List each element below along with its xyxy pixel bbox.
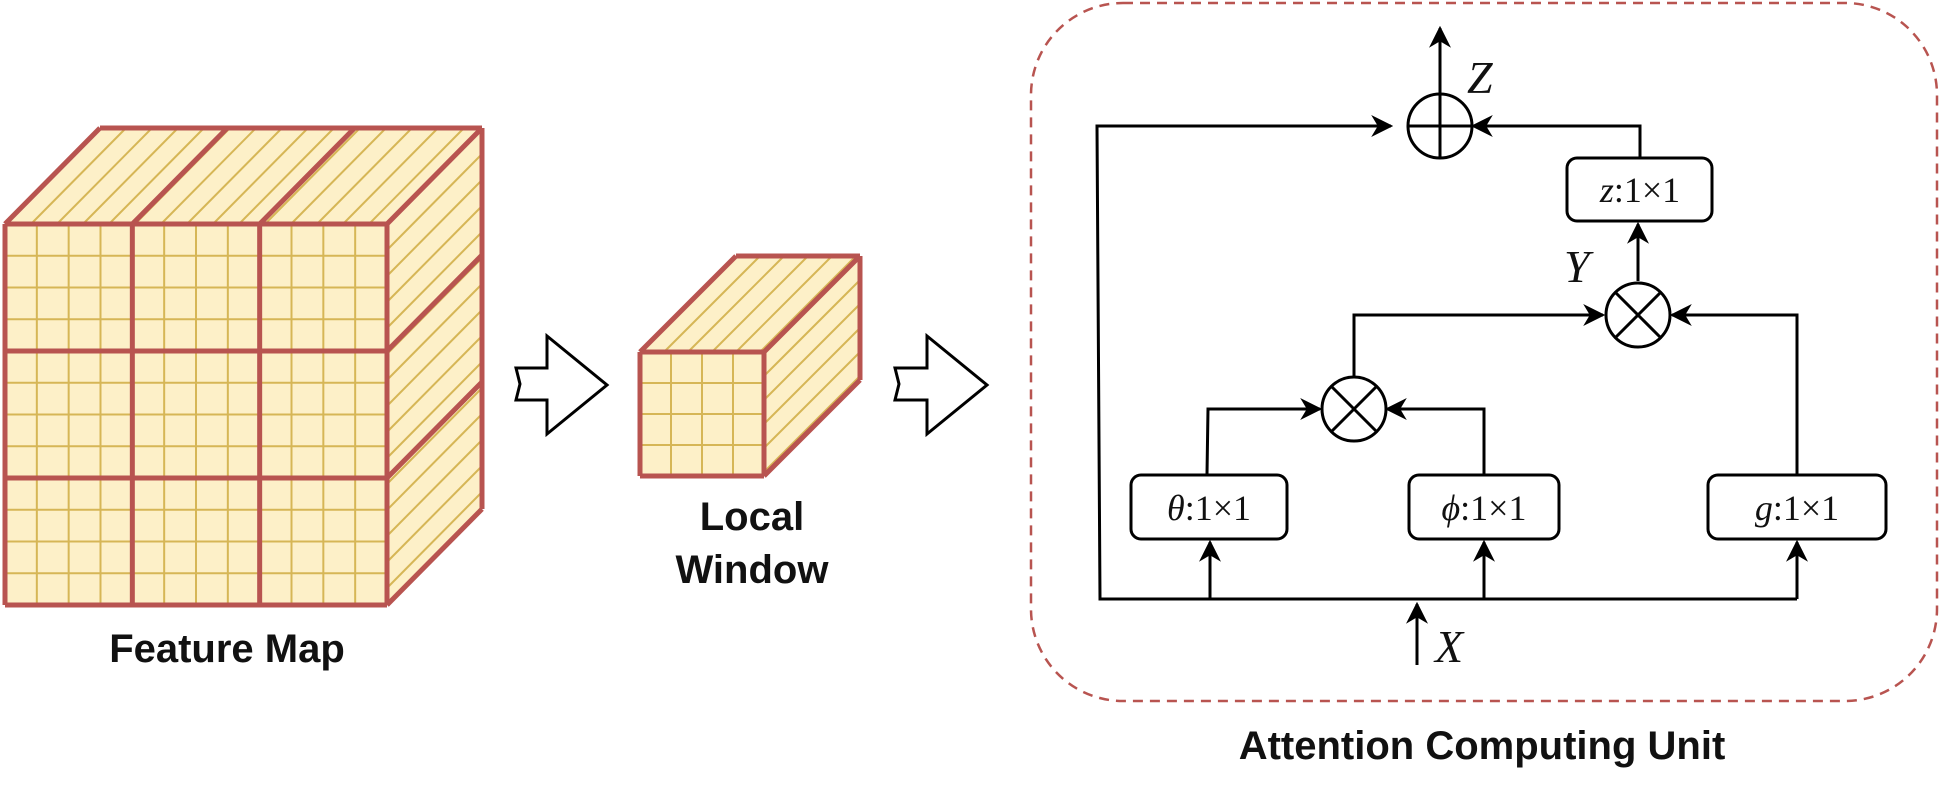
hatch-line <box>30 127 127 225</box>
local-window-cube <box>637 253 863 479</box>
hatch-line <box>763 279 861 377</box>
connection-lines <box>1095 25 1808 665</box>
hatch-line <box>386 387 483 485</box>
local-window-caption-line2: Window <box>676 548 830 592</box>
svg-text:z:1×1: z:1×1 <box>1599 170 1680 210</box>
g-to-mult2-line <box>1669 304 1799 474</box>
g-block: g:1×1 <box>1706 473 1888 541</box>
z-block: z:1×1 <box>1565 156 1714 223</box>
cube-side-face <box>764 256 860 476</box>
hatch-line <box>368 127 465 225</box>
hatch-line <box>763 327 861 425</box>
svg-text:g:1×1: g:1×1 <box>1755 488 1839 528</box>
hatch-line <box>160 127 257 225</box>
theta-block: θ:1×1 <box>1129 473 1289 541</box>
z-to-add-line <box>1470 115 1642 158</box>
phi-to-mult-line <box>1384 398 1486 474</box>
hatch-line <box>386 153 483 251</box>
svg-text:θ:1×1: θ:1×1 <box>1167 488 1251 528</box>
z-op: :1×1 <box>1614 170 1680 210</box>
multiply-node-2 <box>1604 281 1672 349</box>
hatch-line <box>82 127 179 225</box>
hatch-line <box>735 255 833 353</box>
add-node <box>1406 92 1474 160</box>
hollow-arrow-right-icon <box>893 332 990 438</box>
hatch-line <box>759 255 857 353</box>
hatch-line <box>342 127 439 225</box>
output-z-label: Z <box>1467 52 1493 103</box>
g-op: :1×1 <box>1773 488 1839 528</box>
cube-edge <box>385 126 484 226</box>
hatch-line <box>108 127 205 225</box>
hatch-line <box>386 205 483 303</box>
cube-edge <box>3 126 102 226</box>
svg-text:ϕ:1×1: ϕ:1×1 <box>1442 488 1527 528</box>
hatch-line <box>386 309 483 407</box>
hatch-line <box>290 127 387 225</box>
hatch-line <box>264 127 361 225</box>
theta-symbol: θ <box>1167 488 1185 528</box>
hatch-line <box>386 465 483 563</box>
theta-op: :1×1 <box>1185 488 1251 528</box>
hatch-line <box>316 127 413 225</box>
hatch-line <box>763 375 861 473</box>
local-window-caption-line1: Local <box>700 495 804 539</box>
cube-top-face <box>640 256 860 352</box>
cube-edge <box>762 254 862 354</box>
hatch-line <box>386 491 483 589</box>
z-symbol: z <box>1599 170 1614 210</box>
hatch-line <box>663 255 761 353</box>
hatch-line <box>711 255 809 353</box>
phi-symbol: ϕ <box>1442 488 1461 528</box>
attention-unit-caption: Attention Computing Unit <box>1239 724 1726 768</box>
hatch-line <box>386 283 483 381</box>
hatch-line <box>386 179 483 277</box>
multiply-node-1 <box>1320 375 1388 443</box>
hollow-arrow-right-icon <box>514 332 610 438</box>
hatch-line <box>212 127 309 225</box>
hatch-line <box>386 413 483 511</box>
hatch-line <box>386 335 483 433</box>
hatch-line <box>763 351 861 449</box>
cube-edge <box>130 126 230 226</box>
phi-op: :1×1 <box>1460 488 1526 528</box>
feature-map-cube <box>2 125 485 608</box>
cube-edge <box>762 378 862 478</box>
hatch-line <box>687 255 785 353</box>
g-symbol: g <box>1755 488 1773 528</box>
y-label: Y <box>1564 241 1594 292</box>
theta-to-mult-line <box>1205 398 1323 475</box>
hatch-line <box>386 361 483 459</box>
hatch-line <box>386 231 483 329</box>
input-x-label: X <box>1433 621 1465 672</box>
mult1-to-mult2-line <box>1352 304 1606 376</box>
hatch-line <box>763 303 861 401</box>
feature-map-caption: Feature Map <box>109 627 345 671</box>
cube-edge <box>385 253 484 353</box>
phi-block: ϕ:1×1 <box>1407 473 1561 541</box>
cube-edge <box>638 254 738 354</box>
attention-unit-border <box>1029 1 1939 703</box>
cube-edge <box>385 380 484 480</box>
cube-edge <box>257 126 357 226</box>
hatch-line <box>386 439 483 537</box>
hatch-line <box>238 127 335 225</box>
cube-edge <box>385 507 484 607</box>
hatch-line <box>56 127 153 225</box>
hatch-line <box>186 127 283 225</box>
